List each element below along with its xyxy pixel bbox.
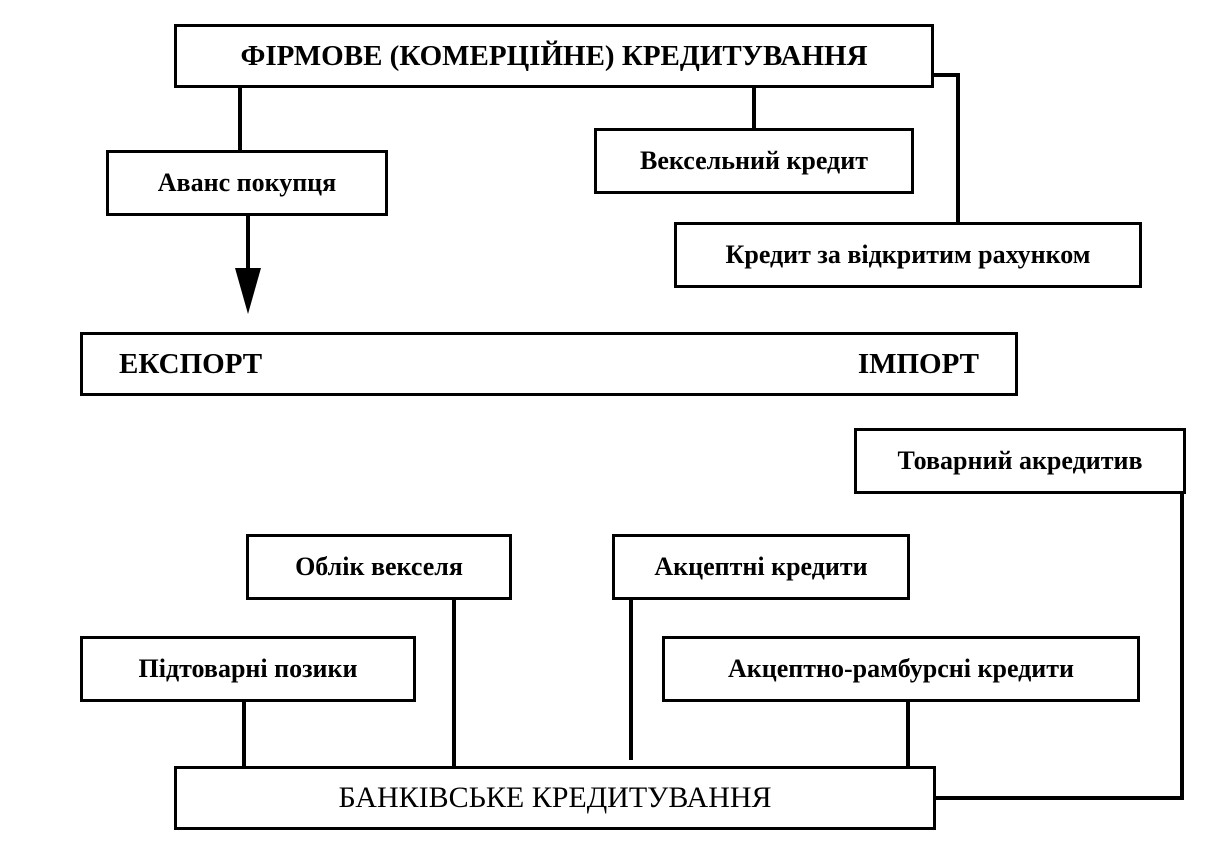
commodity-loans-label: Підтоварні позики (138, 654, 358, 683)
connector-firm-to-open-account-v (956, 73, 960, 225)
open-account-box: Кредит за відкритим рахунком (674, 222, 1142, 288)
firm-crediting-box: ФІРМОВЕ (КОМЕРЦІЙНЕ) КРЕДИТУВАННЯ (174, 24, 934, 88)
import-label: ІМПОРТ (857, 347, 979, 380)
connector-firm-to-bill-credit (752, 86, 756, 130)
bill-credit-label: Вексельний кредит (640, 146, 868, 175)
connector-advance-to-export (246, 214, 250, 274)
documentary-credit-box: Товарний акредитив (854, 428, 1186, 494)
bank-crediting-title: БАНКІВСЬКЕ КРЕДИТУВАННЯ (338, 781, 772, 814)
connector-firm-to-open-account-h (930, 73, 960, 77)
trade-box: ЕКСПОРТ ІМПОРТ (80, 332, 1018, 396)
advance-box: Аванс покупця (106, 150, 388, 216)
connector-bill-discount-to-bank (452, 598, 456, 768)
connector-commodity-loans-to-bank (242, 700, 246, 768)
connector-reimbursement-to-bank (906, 700, 910, 768)
connector-firm-to-advance (238, 86, 242, 152)
acceptance-credits-box: Акцептні кредити (612, 534, 910, 600)
acceptance-reimbursement-box: Акцептно-рамбурсні кредити (662, 636, 1140, 702)
down-arrow-icon (235, 268, 261, 314)
bill-discount-label: Облік векселя (295, 552, 463, 581)
documentary-credit-label: Товарний акредитив (897, 446, 1143, 475)
connector-documentary-to-bank-h (934, 796, 1184, 800)
export-label: ЕКСПОРТ (119, 347, 263, 380)
commodity-loans-box: Підтоварні позики (80, 636, 416, 702)
bank-crediting-box: БАНКІВСЬКЕ КРЕДИТУВАННЯ (174, 766, 936, 830)
bill-credit-box: Вексельний кредит (594, 128, 914, 194)
advance-label: Аванс покупця (157, 168, 337, 197)
connector-acceptance-to-bank (629, 598, 633, 760)
bill-discount-box: Облік векселя (246, 534, 512, 600)
connector-documentary-to-bank-v (1180, 490, 1184, 800)
open-account-label: Кредит за відкритим рахунком (725, 240, 1091, 269)
firm-crediting-title: ФІРМОВЕ (КОМЕРЦІЙНЕ) КРЕДИТУВАННЯ (240, 39, 868, 72)
acceptance-reimbursement-label: Акцептно-рамбурсні кредити (727, 654, 1075, 683)
acceptance-credits-label: Акцептні кредити (654, 552, 868, 581)
